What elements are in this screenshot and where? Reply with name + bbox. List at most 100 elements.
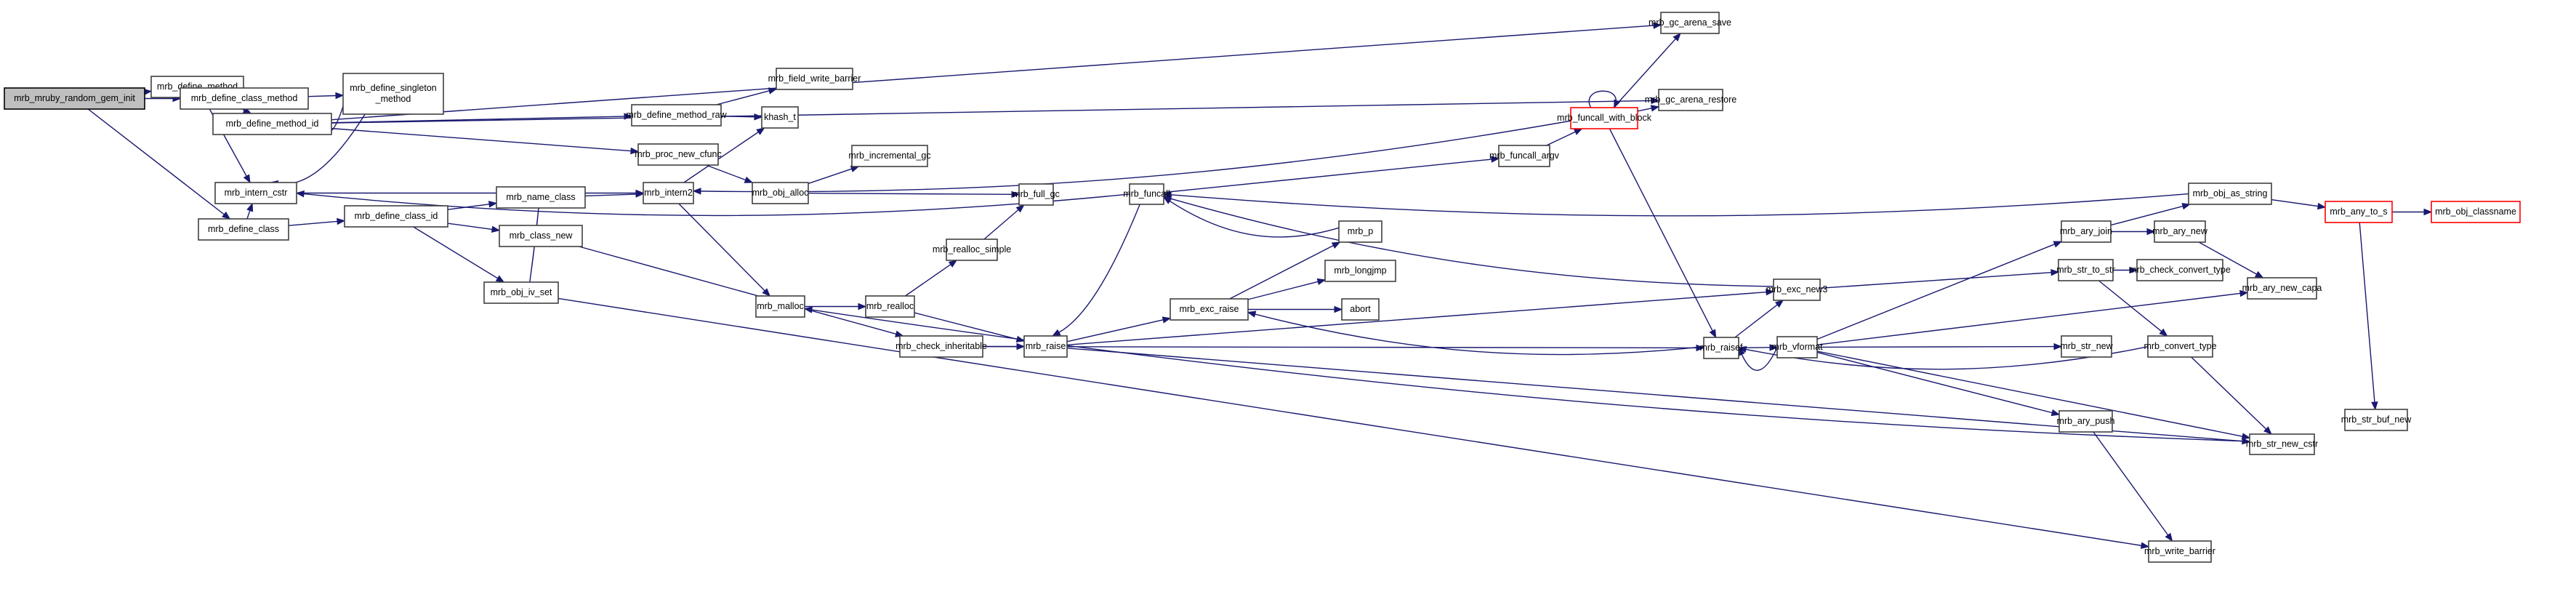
node-intern-cstr[interactable]: mrb_intern_cstr — [214, 182, 297, 204]
node-ary-new[interactable]: mrb_ary_new — [2152, 220, 2208, 243]
arrowhead-icon — [858, 302, 867, 310]
node-full-gc[interactable]: mrb_full_gc — [1013, 183, 1060, 206]
node-check-inheritable[interactable]: mrb_check_inheritable — [895, 335, 987, 358]
node-khash-t[interactable]: khash_t — [761, 106, 799, 129]
node-define-method-raw[interactable]: mrb_define_method_raw — [626, 104, 728, 127]
edge-line — [1609, 128, 1713, 332]
edge-funcall_with_block-to-raisef — [1609, 128, 1717, 339]
edge-line — [706, 164, 746, 181]
arrowhead-icon — [1011, 191, 1021, 199]
edge-vformat-to-str_new_cstr — [1816, 350, 2251, 440]
node-box — [2247, 277, 2317, 300]
edge-line — [1163, 159, 1492, 193]
edge-malloc-to-realloc — [805, 302, 867, 310]
node-gc-arena-save[interactable]: mrb_gc_arena_save — [1649, 12, 1731, 34]
node-funcall-argv[interactable]: mrb_funcall_argv — [1489, 145, 1560, 167]
node-exc-new3[interactable]: mrb_exc_new3 — [1766, 279, 1828, 301]
node-malloc[interactable]: mrb_malloc — [755, 295, 805, 318]
edge-line — [1637, 108, 1652, 112]
node-ary-new-capa[interactable]: mrb_ary_new_capa — [2242, 277, 2322, 300]
node-obj-iv-set[interactable]: mrb_obj_iv_set — [483, 281, 559, 304]
node-box — [2061, 220, 2112, 243]
edge-convert_type-to-str_new_cstr — [2191, 356, 2272, 435]
node-define-class[interactable]: mrb_define_class — [198, 218, 289, 241]
edge-name_class-to-intern2 — [584, 191, 645, 198]
node-box — [1129, 183, 1164, 205]
node-obj-classname[interactable]: mrb_obj_classname — [2431, 201, 2521, 223]
node-box — [1660, 12, 1720, 34]
edge-proc_new_cfunc-to-obj_alloc — [706, 164, 754, 183]
node-define-method-id[interactable]: mrb_define_method_id — [212, 113, 332, 135]
node-box — [1658, 89, 1723, 111]
arrowhead-icon — [495, 275, 505, 283]
node-raise[interactable]: mrb_raise — [1023, 335, 1068, 358]
node-label: _method — [375, 94, 411, 104]
arrowhead-icon — [2423, 208, 2433, 216]
arrowhead-icon — [1774, 300, 1784, 308]
edge-line — [720, 116, 755, 118]
node-label: mrb_obj_classname — [2435, 207, 2516, 217]
node-proc-new-cfunc[interactable]: mrb_proc_new_cfunc — [635, 143, 722, 166]
node-gem-init[interactable]: mrb_mruby_random_gem_init — [4, 87, 145, 110]
node-incremental-gc[interactable]: mrb_incremental_gc — [848, 145, 931, 167]
edge-obj_as_string-to-funcall — [1162, 191, 2189, 217]
arrowhead-icon — [2053, 342, 2063, 350]
node-any-to-s[interactable]: mrb_any_to_s — [2325, 201, 2393, 223]
node-write-barrier[interactable]: mrb_write_barrier — [2144, 540, 2215, 563]
edge-line — [2359, 222, 2375, 403]
edge-line — [1588, 90, 1617, 108]
node-label: mrb_longjmp — [1334, 265, 1386, 276]
node-label: mrb_gc_arena_restore — [1645, 95, 1737, 105]
arrowhead-icon — [754, 113, 763, 121]
arrowhead-icon — [2181, 203, 2191, 210]
node-vformat[interactable]: mrb_vformat — [1771, 336, 1823, 358]
arrowhead-icon — [762, 288, 771, 297]
node-define-class-method[interactable]: mrb_define_class_method — [180, 87, 309, 110]
node-check-convert-type[interactable]: mrb_check_convert_type — [2129, 259, 2231, 281]
node-define-singleton-method[interactable]: mrb_define_singleton_method — [342, 73, 444, 115]
node-class-new[interactable]: mrb_class_new — [499, 225, 583, 247]
arrowhead-icon — [2371, 401, 2378, 411]
node-ary-join[interactable]: mrb_ary_join — [2060, 220, 2112, 243]
node-obj-as-string[interactable]: mrb_obj_as_string — [2188, 183, 2272, 205]
edge-realloc-to-realloc_simple — [905, 260, 958, 297]
node-ary-push[interactable]: mrb_ary_push — [2057, 410, 2115, 433]
node-define-class-id[interactable]: mrb_define_class_id — [344, 205, 448, 228]
edge-line — [413, 226, 499, 279]
node-exc-raise[interactable]: mrb_exc_raise — [1170, 298, 1249, 321]
node-label: mrb_gc_arena_save — [1649, 17, 1731, 28]
node-longjmp[interactable]: mrb_longjmp — [1324, 260, 1396, 282]
node-realloc[interactable]: mrb_realloc — [865, 295, 915, 318]
node-gc-arena-restore[interactable]: mrb_gc_arena_restore — [1645, 89, 1737, 111]
arrowhead-icon — [1015, 204, 1025, 213]
node-convert-type[interactable]: mrb_convert_type — [2144, 335, 2217, 358]
edge-intern_cstr-to-intern2 — [297, 189, 645, 197]
arrowhead-icon — [222, 211, 231, 220]
arrowhead-icon — [1162, 316, 1172, 324]
edge-line — [983, 209, 1019, 240]
node-str-buf-new[interactable]: mrb_str_buf_new — [2341, 409, 2412, 431]
arrowhead-icon — [2140, 542, 2150, 549]
edge-define_method_raw-to-khash_t — [720, 113, 763, 121]
arrowhead-icon — [1334, 305, 1343, 313]
arrowhead-icon — [630, 147, 640, 155]
node-intern2[interactable]: mrb_intern2 — [643, 182, 694, 204]
node-name-class[interactable]: mrb_name_class — [496, 186, 586, 209]
node-str-to-str[interactable]: mrb_str_to_str — [2056, 259, 2115, 281]
edge-obj_alloc-to-full_gc — [808, 191, 1021, 199]
arrowhead-icon — [2159, 328, 2168, 337]
node-str-new-cstr[interactable]: mrb_str_new_cstr — [2246, 433, 2318, 455]
node-box — [499, 225, 583, 247]
node-field-write-barrier[interactable]: mrb_field_write_barrier — [768, 68, 861, 90]
edge-funcall_with_block-to-gc_arena_save — [1613, 32, 1681, 108]
node-abort[interactable]: abort — [1341, 298, 1380, 321]
arrowhead-icon — [1573, 128, 1583, 135]
node-raisef[interactable]: mrb_raisef — [1699, 337, 1743, 359]
node-funcall-with-block[interactable]: mrb_funcall_with_block — [1557, 107, 1652, 129]
node-obj-alloc[interactable]: mrb_obj_alloc — [752, 182, 809, 204]
node-funcall[interactable]: mrb_funcall — [1123, 183, 1170, 205]
node-str-new[interactable]: mrb_str_new — [2060, 335, 2114, 358]
node-realloc-simple[interactable]: mrb_realloc_simple — [933, 239, 1011, 261]
node-mrb-p[interactable]: mrb_p — [1338, 220, 1382, 243]
edge-exc_raise-to-longjmp — [1247, 278, 1327, 300]
